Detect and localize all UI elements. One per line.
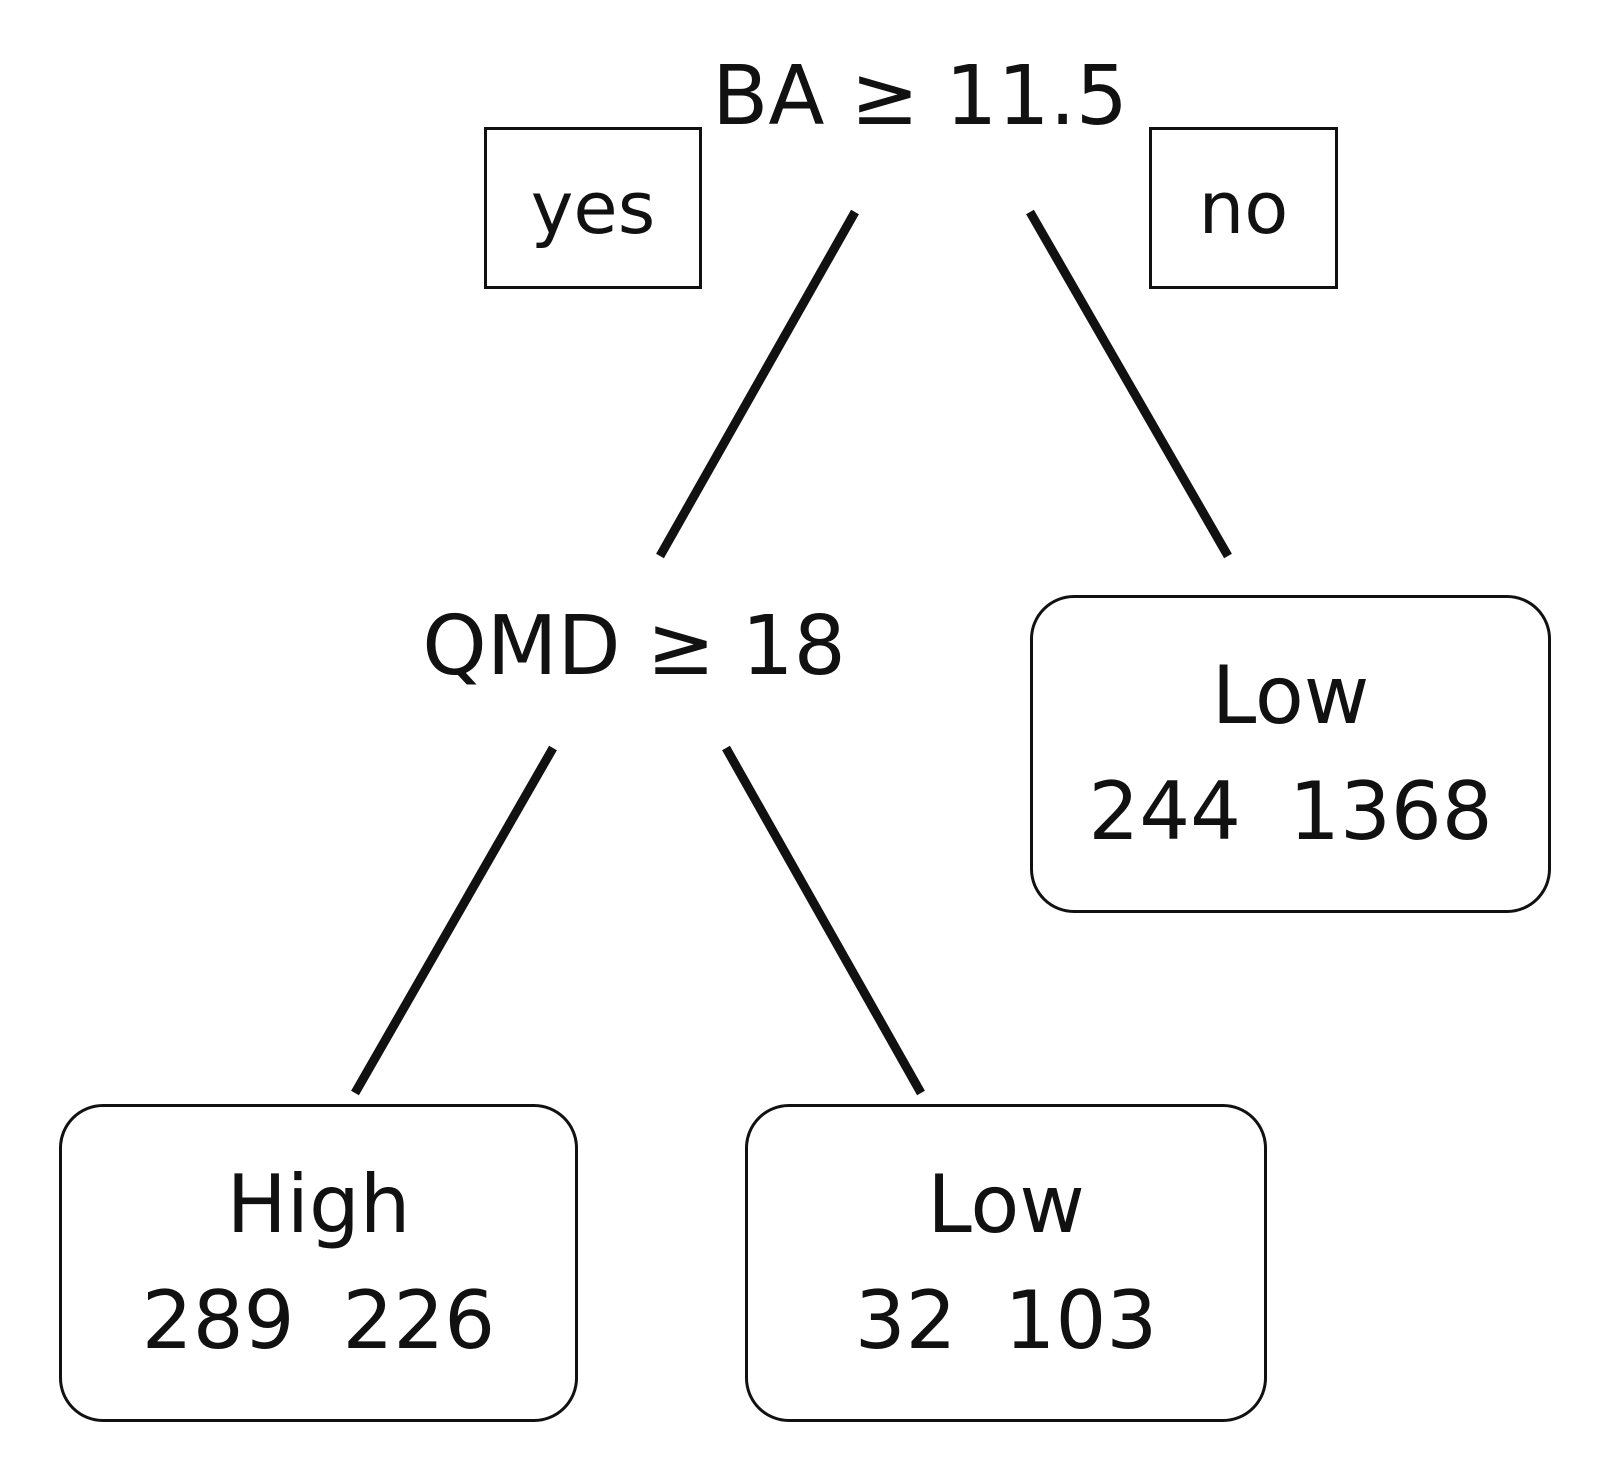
leaf-count-first: 244 — [1088, 765, 1242, 858]
leaf-count-first: 32 — [854, 1274, 957, 1367]
leaf-count-first: 289 — [141, 1274, 295, 1367]
qmd-condition: QMD ≥ 18 — [422, 599, 846, 694]
leaf-class-label: Low — [927, 1158, 1085, 1251]
edge-root-to-qmd — [656, 209, 859, 559]
edge-root-to-low-leaf — [1026, 209, 1232, 559]
no-tag: no — [1149, 127, 1338, 289]
leaf-class-label: Low — [1211, 649, 1370, 742]
leaf-count-second: 226 — [342, 1274, 496, 1367]
edge-qmd-to-high-leaf — [351, 745, 557, 1096]
leaf-count-second: 1368 — [1289, 765, 1493, 858]
yes-tag: yes — [484, 127, 702, 289]
edge-qmd-to-low-leaf — [722, 745, 925, 1096]
leaf-class-label: High — [226, 1158, 411, 1251]
root-condition: BA ≥ 11.5 — [712, 49, 1128, 144]
leaf-count-second: 103 — [1004, 1274, 1158, 1367]
